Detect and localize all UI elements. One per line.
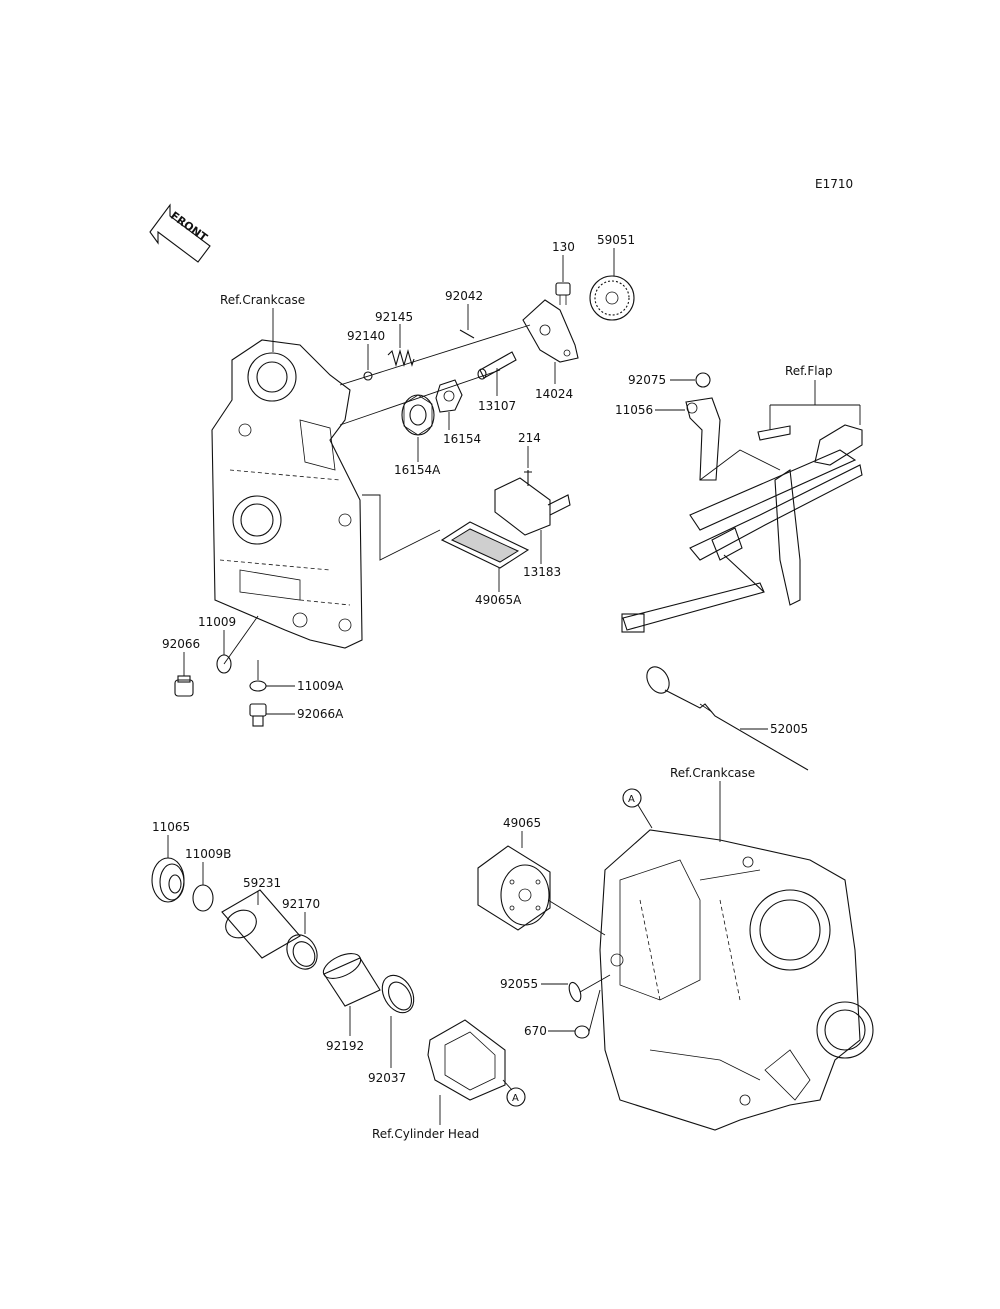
marker-a-upper — [622, 788, 642, 808]
label-92170: 92170 — [282, 897, 320, 911]
part-52005-drawing — [646, 666, 809, 771]
crankcase-drawing — [599, 829, 874, 1131]
label-49065a: 49065A — [475, 593, 522, 607]
label-92145: 92145 — [375, 310, 413, 324]
part-59231-drawing — [221, 889, 301, 959]
part-49065a-drawing — [440, 521, 530, 569]
label-52005: 52005 — [770, 722, 808, 736]
part-92066-drawing — [174, 675, 194, 697]
part-14024-drawing — [522, 299, 579, 363]
label-13183: 13183 — [523, 565, 561, 579]
flap-assembly-drawing — [621, 424, 863, 633]
cylinder-head-flange-drawing — [427, 1019, 506, 1101]
front-arrow-icon: FRONT — [149, 203, 211, 263]
ref-crankcase-bottom: Ref.Crankcase — [670, 766, 755, 780]
part-13183-drawing — [494, 477, 571, 536]
part-92075-drawing — [695, 372, 711, 388]
label-16154: 16154 — [443, 432, 481, 446]
part-11009b-drawing — [192, 884, 214, 912]
label-16154a: 16154A — [394, 463, 441, 477]
front-arrow-label: FRONT — [168, 209, 210, 245]
label-59051: 59051 — [597, 233, 635, 247]
label-11009a: 11009A — [297, 679, 344, 693]
crankcase-cover-drawing — [211, 339, 363, 649]
label-11065: 11065 — [152, 820, 190, 834]
label-92042: 92042 — [445, 289, 483, 303]
part-49065-drawing — [477, 845, 551, 931]
part-670-drawing — [574, 1025, 590, 1039]
label-92066: 92066 — [162, 637, 200, 651]
part-13107-drawing — [477, 351, 517, 380]
label-59231: 59231 — [243, 876, 281, 890]
part-92066a-drawing — [249, 703, 267, 727]
label-92037: 92037 — [368, 1071, 406, 1085]
ref-cylinder-head: Ref.Cylinder Head — [372, 1127, 479, 1141]
marker-a-lower — [506, 1087, 526, 1107]
label-92066a: 92066A — [297, 707, 344, 721]
label-92055: 92055 — [500, 977, 538, 991]
label-92192: 92192 — [326, 1039, 364, 1053]
part-59051-drawing — [589, 275, 635, 321]
part-92170-drawing — [286, 934, 318, 970]
label-11056: 11056 — [615, 403, 653, 417]
label-49065: 49065 — [503, 816, 541, 830]
label-11009b: 11009B — [185, 847, 231, 861]
marker-a-lower-label: A — [512, 1093, 519, 1104]
part-16154-drawing — [435, 379, 463, 413]
label-13107: 13107 — [478, 399, 516, 413]
part-92145-drawing — [387, 348, 415, 368]
part-92042-drawing — [459, 329, 475, 339]
part-92037-drawing — [381, 974, 415, 1014]
part-92192-drawing — [322, 953, 381, 1007]
ref-crankcase-top: Ref.Crankcase — [220, 293, 305, 307]
part-92055-drawing — [568, 981, 582, 1003]
label-130: 130 — [552, 240, 575, 254]
part-130-drawing — [555, 282, 571, 305]
label-11009: 11009 — [198, 615, 236, 629]
part-92140-drawing — [363, 371, 373, 381]
part-11065-drawing — [151, 857, 185, 903]
label-670: 670 — [524, 1024, 547, 1038]
part-11056-drawing — [685, 397, 721, 481]
label-214: 214 — [518, 431, 541, 445]
part-16154a-drawing — [401, 394, 435, 436]
label-92075: 92075 — [628, 373, 666, 387]
part-11009a-drawing — [249, 680, 267, 692]
ref-flap: Ref.Flap — [785, 364, 833, 378]
diagram-code: E1710 — [815, 177, 853, 191]
label-92140: 92140 — [347, 329, 385, 343]
marker-a-upper-label: A — [628, 794, 635, 805]
label-14024: 14024 — [535, 387, 573, 401]
